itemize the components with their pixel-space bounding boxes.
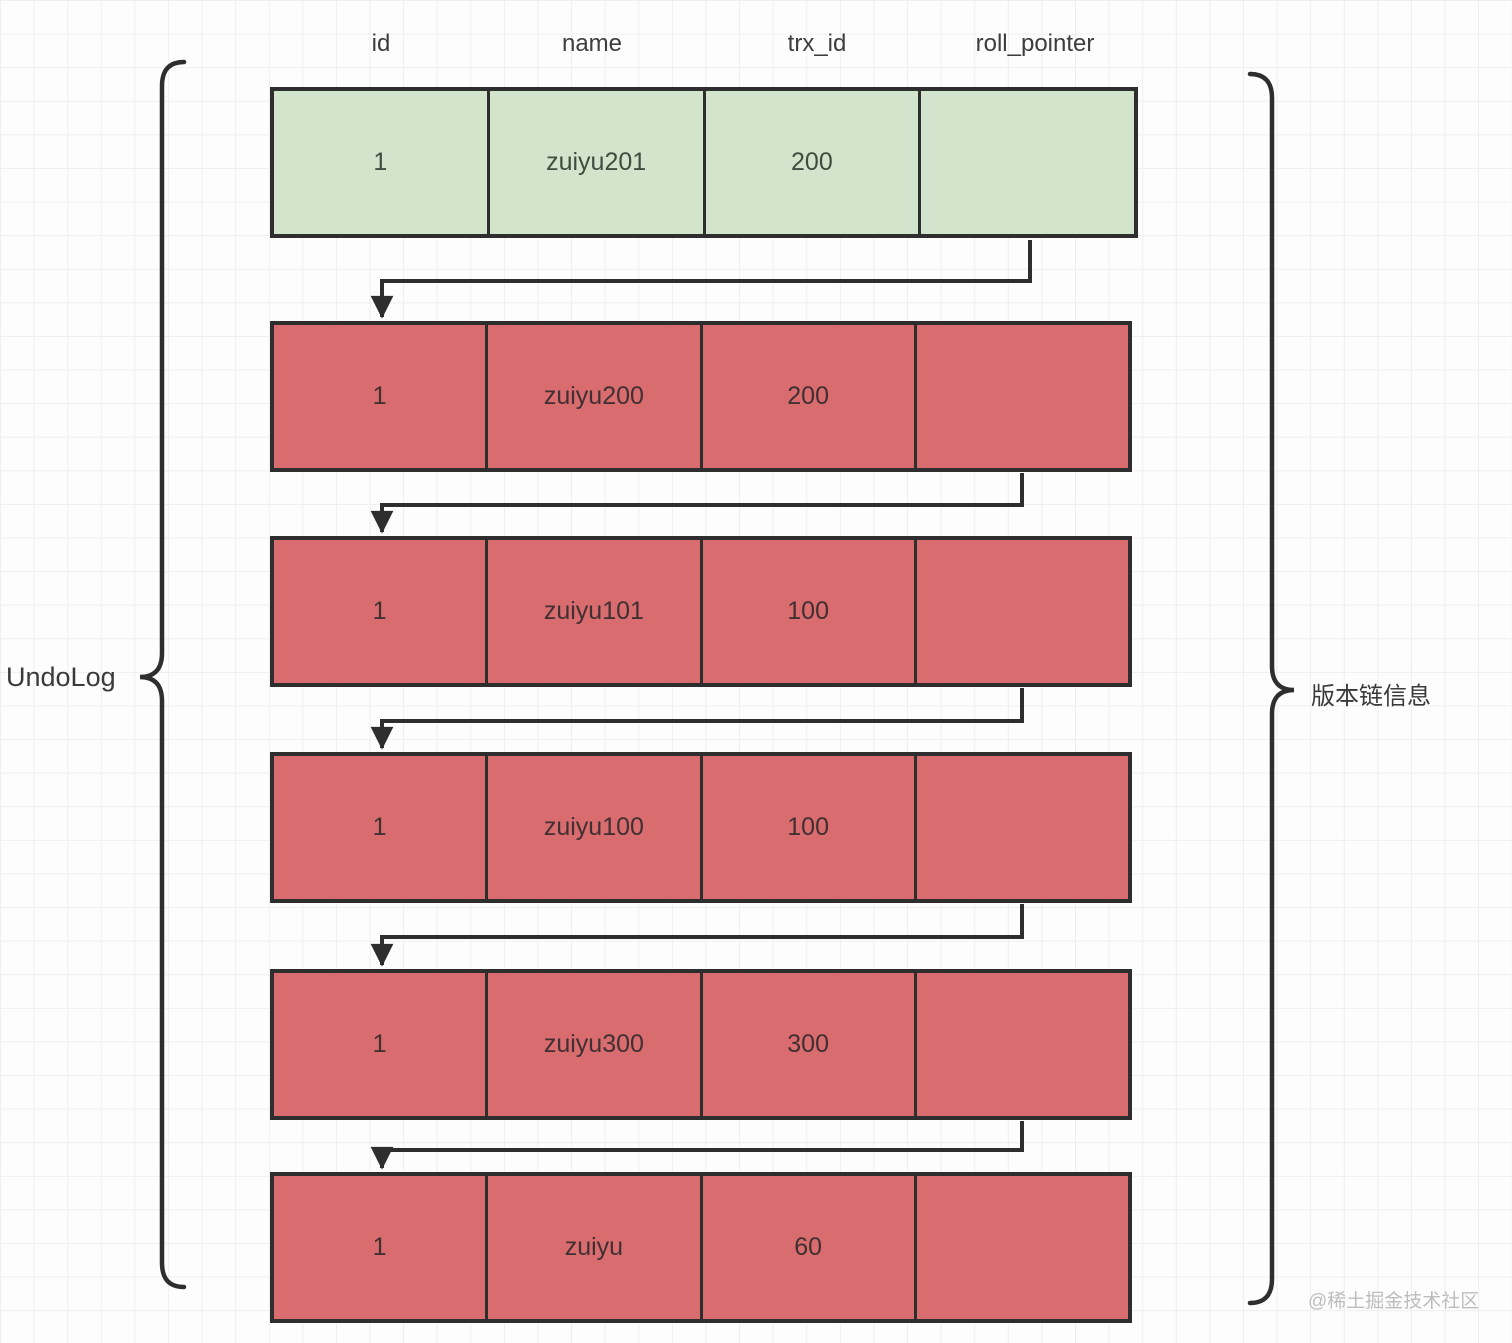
watermark: @稀土掘金技术社区 <box>1308 1291 1480 1312</box>
row-current-record: 1 zuiyu201 200 <box>270 87 1138 238</box>
undolog-brace <box>139 59 187 1290</box>
cell-roll-pointer <box>917 973 1128 1116</box>
cell-roll-pointer <box>921 91 1134 234</box>
roll-pointer-arrow-3 <box>370 688 1024 750</box>
cell-name: zuiyu <box>488 1176 703 1319</box>
row-undo-4: 1 zuiyu300 300 <box>270 969 1132 1120</box>
roll-pointer-arrow-4 <box>370 904 1024 967</box>
row-undo-3: 1 zuiyu100 100 <box>270 752 1132 903</box>
cell-id: 1 <box>274 540 489 683</box>
undolog-label: UndoLog <box>6 662 116 692</box>
cell-id: 1 <box>274 1176 489 1319</box>
cell-trx-id: 200 <box>703 325 917 468</box>
roll-pointer-arrow-2 <box>370 473 1024 534</box>
column-header-id: id <box>371 30 391 57</box>
cell-id: 1 <box>274 756 489 899</box>
column-header-name: name <box>561 30 623 57</box>
row-undo-2: 1 zuiyu101 100 <box>270 536 1132 687</box>
cell-trx-id: 200 <box>706 91 922 234</box>
cell-trx-id: 300 <box>703 973 917 1116</box>
roll-pointer-arrow-1 <box>370 240 1032 319</box>
cell-roll-pointer <box>917 756 1128 899</box>
version-chain-label: 版本链信息 <box>1311 683 1431 710</box>
cell-name: zuiyu100 <box>488 756 703 899</box>
roll-pointer-arrow-5 <box>370 1121 1024 1170</box>
cell-trx-id: 60 <box>703 1176 917 1319</box>
cell-id: 1 <box>274 973 489 1116</box>
cell-name: zuiyu101 <box>488 540 703 683</box>
cell-roll-pointer <box>917 325 1128 468</box>
column-header-trx-id: trx_id <box>787 30 847 57</box>
cell-trx-id: 100 <box>703 756 917 899</box>
column-header-roll-pointer: roll_pointer <box>975 30 1095 57</box>
cell-roll-pointer <box>917 540 1128 683</box>
row-undo-5: 1 zuiyu 60 <box>270 1172 1132 1323</box>
version-chain-brace <box>1247 71 1295 1306</box>
cell-name: zuiyu300 <box>488 973 703 1116</box>
cell-id: 1 <box>274 325 489 468</box>
cell-roll-pointer <box>917 1176 1128 1319</box>
cell-name: zuiyu201 <box>490 91 706 234</box>
cell-id: 1 <box>274 91 490 234</box>
row-undo-1: 1 zuiyu200 200 <box>270 321 1132 472</box>
cell-name: zuiyu200 <box>488 325 703 468</box>
cell-trx-id: 100 <box>703 540 917 683</box>
